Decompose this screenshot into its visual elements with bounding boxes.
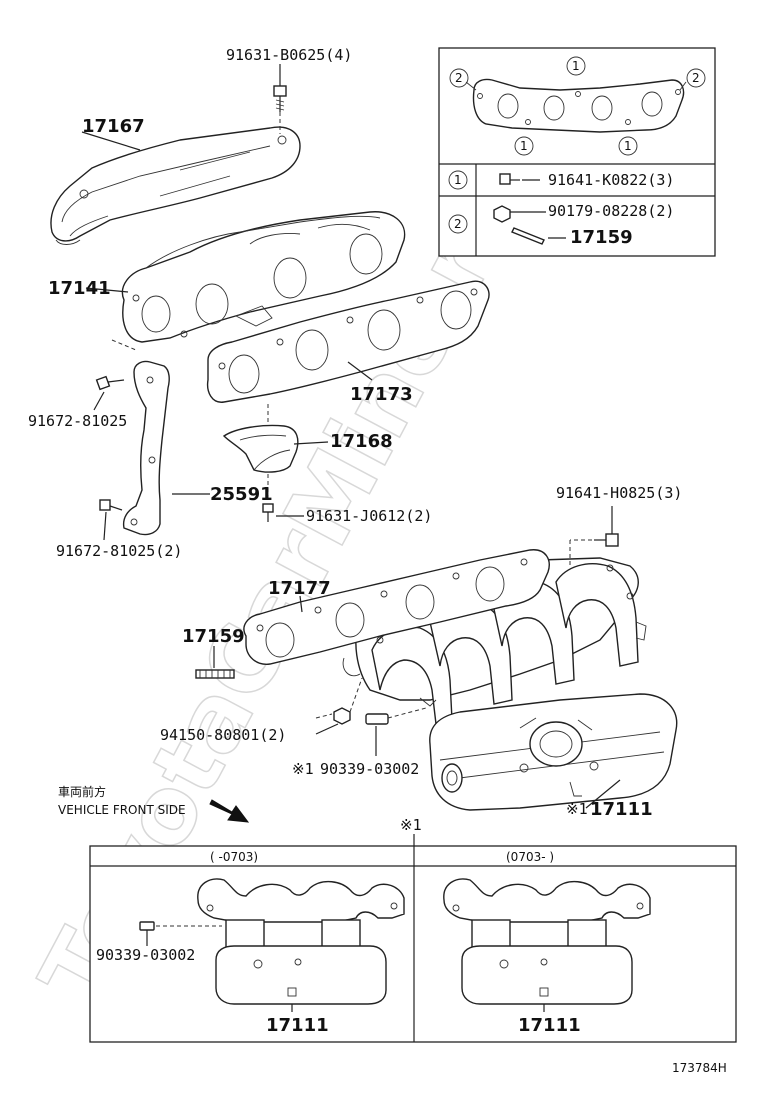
bolt-91631-b0625 — [273, 85, 287, 112]
inset-left-range: ( -0703) — [210, 850, 258, 864]
stud-17159 — [195, 669, 235, 679]
mark-90339: ※1 — [292, 760, 314, 778]
label-90339-03002: 90339-03002 — [320, 760, 419, 778]
inset-right-range: (0703- ) — [506, 850, 554, 864]
legend-row2-part-a: 90179-08228(2) — [548, 202, 674, 220]
nut-94150-80801 — [333, 707, 351, 725]
gasket-17177 — [243, 549, 550, 677]
label-17159: 17159 — [182, 626, 245, 647]
label-17168: 17168 — [330, 431, 393, 452]
inset-left-plug — [139, 921, 155, 946]
label-25591: 25591 — [210, 484, 273, 505]
inset-right-17111: 17111 — [518, 1015, 581, 1036]
vehicle-front-arrow-icon — [209, 799, 250, 823]
inset-left-90339: 90339-03002 — [96, 946, 195, 964]
label-17173: 17173 — [350, 384, 413, 405]
legend-row2-part-b: 17159 — [570, 227, 633, 248]
legend-row1-part: 91641-K0822(3) — [548, 171, 674, 189]
illustration-code: 173784H — [672, 1061, 727, 1075]
mark-17111: ※1 — [566, 800, 588, 818]
label-17141: 17141 — [48, 278, 111, 299]
heat-insulator-17167 — [50, 126, 301, 245]
label-91672-81025: 91672-81025 — [28, 412, 127, 430]
label-17167: 17167 — [82, 116, 145, 137]
legend-marker-2-right: 2 — [692, 71, 700, 85]
inset-right-intake-manifold — [443, 878, 651, 1005]
vehicle-front-en: VEHICLE FRONT SIDE — [58, 803, 186, 817]
label-91631-b0625: 91631-B0625(4) — [226, 46, 352, 64]
exhaust-manifold-17141 — [121, 211, 406, 343]
label-91641-h0825: 91641-H0825(3) — [556, 484, 682, 502]
plug-90339-03002 — [365, 713, 389, 725]
inset-left-17111: 17111 — [266, 1015, 329, 1036]
legend-marker-1-top: 1 — [572, 59, 580, 73]
legend-marker-1-bottom-left: 1 — [520, 139, 528, 153]
bolt-91672-81025-2 — [99, 499, 123, 511]
inset-mark: ※1 — [400, 816, 422, 834]
manifold-stay-25591 — [122, 360, 170, 536]
bolt-91631-j0612 — [262, 503, 274, 522]
gasket-17173 — [206, 280, 490, 403]
label-94150-80801: 94150-80801(2) — [160, 726, 286, 744]
bolt-91672-81025 — [95, 375, 125, 391]
legend-marker-2-left: 2 — [455, 71, 463, 85]
bolt-91641-h0825 — [594, 533, 619, 547]
label-17177: 17177 — [268, 578, 331, 599]
variant-inset-box — [89, 845, 737, 1043]
fastener-legend-box: 2 1 2 1 1 1 91641-K0822(3) 2 90179-08228… — [438, 47, 716, 257]
bracket-17168 — [222, 424, 299, 473]
vehicle-front-jp: 車両前方 — [58, 784, 106, 799]
label-17111: 17111 — [590, 799, 653, 820]
legend-marker-1-bottom-right: 1 — [624, 139, 632, 153]
inset-left-intake-manifold — [197, 878, 405, 1005]
legend-row2-marker: 2 — [454, 217, 462, 231]
legend-row1-marker: 1 — [454, 173, 462, 187]
label-91631-j0612: 91631-J0612(2) — [306, 507, 432, 525]
label-91672-81025-2: 91672-81025(2) — [56, 542, 182, 560]
